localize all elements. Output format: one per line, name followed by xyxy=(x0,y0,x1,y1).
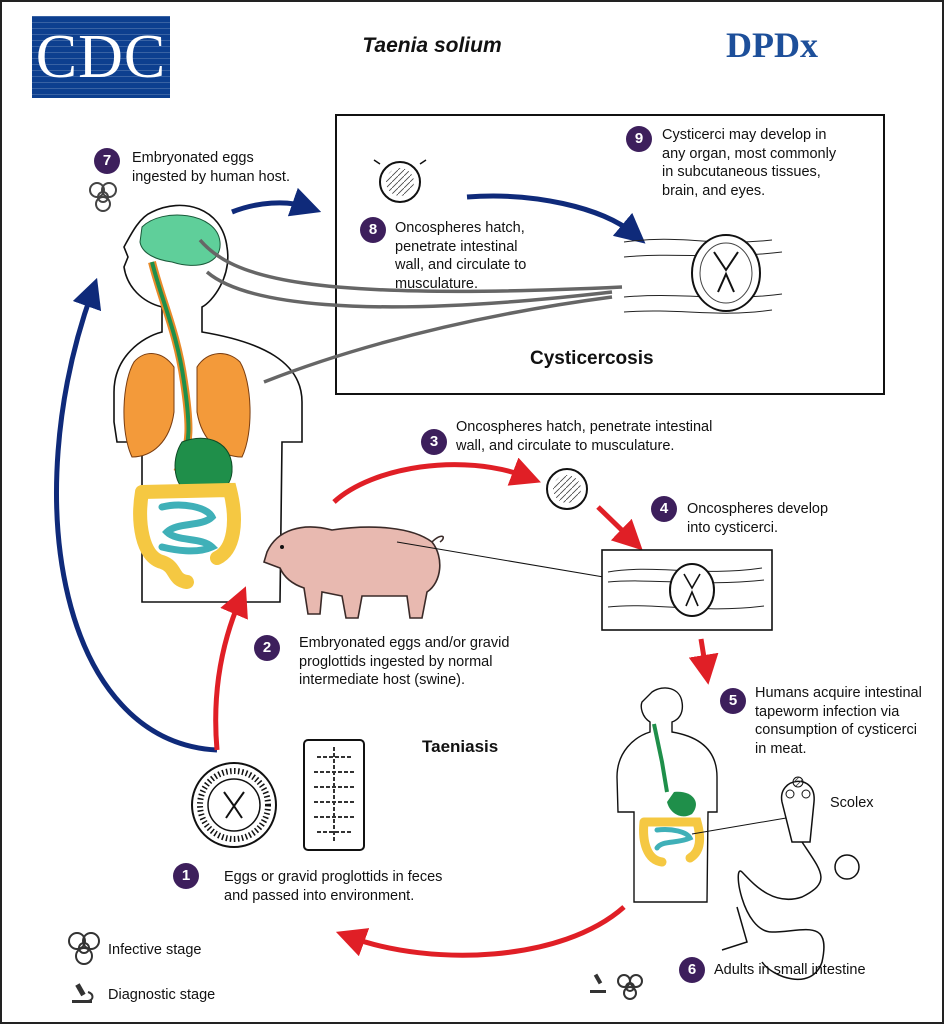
dpdx-logo: DPDx xyxy=(726,24,818,66)
dpdx-logo-text: DPDx xyxy=(726,25,818,65)
step-1-line: Eggs or gravid proglottids in feces xyxy=(224,869,443,885)
large-intestine xyxy=(133,482,241,589)
arrow-4-to-5 xyxy=(688,638,719,685)
step-1-badge: 1 xyxy=(173,863,199,889)
intestine-pointer-line xyxy=(691,816,793,835)
human-taeniasis-figure xyxy=(616,687,718,903)
step-8-line: musculature. xyxy=(395,275,479,292)
step-5-badge: 5 xyxy=(720,688,746,714)
arrow-1-to-7 xyxy=(54,277,218,753)
pig xyxy=(263,526,444,619)
step-7-line: ingested by human host. xyxy=(132,168,290,185)
arrow-7-to-8 xyxy=(231,187,322,217)
arrow-1-to-2 xyxy=(213,586,248,751)
step-1-text: Eggs or gravid proglottids in feces and … xyxy=(224,868,442,905)
step-9-text: Cysticerci may develop in any organ, mos… xyxy=(662,126,836,200)
arrow-8-to-9 xyxy=(466,193,646,244)
cdc-logo: CDC xyxy=(32,16,170,98)
step-6-line: Adults in small intestine xyxy=(714,962,866,978)
step-8-line: Oncospheres hatch, xyxy=(395,220,525,236)
step-9-line: any organ, most commonly xyxy=(662,145,837,162)
cysticercosis-label: Cysticercosis xyxy=(530,348,654,369)
scolex-label: Scolex xyxy=(830,795,874,811)
egg xyxy=(191,762,277,848)
step-3-line: Oncospheres hatch, penetrate intestinal xyxy=(456,419,713,435)
step-3-text: Oncospheres hatch, penetrate intestinal … xyxy=(456,418,712,455)
oncosphere-3 xyxy=(546,468,588,510)
taeniasis-label: Taeniasis xyxy=(422,737,499,756)
diagnostic-stage-icon xyxy=(72,983,94,1003)
step-5-line: consumption of cysticerci xyxy=(755,722,917,738)
step-5-line: tapeworm infection via xyxy=(755,703,900,720)
step-2-line: proglottids ingested by normal xyxy=(299,653,493,670)
gravid-proglottid xyxy=(303,739,365,851)
infective-stage-icon xyxy=(68,932,100,965)
brain xyxy=(139,214,221,266)
connector-lines xyxy=(198,238,623,384)
biohazard-icon xyxy=(89,182,117,212)
step-6-text: Adults in small intestine xyxy=(714,961,866,980)
arrow-6-to-1 xyxy=(335,905,626,958)
legend-infective-label: Infective stage xyxy=(108,942,202,958)
step-4-badge: 4 xyxy=(651,496,677,522)
step-7-badge: 7 xyxy=(94,148,120,174)
step-3-line: wall, and circulate to musculature. xyxy=(456,437,675,454)
step-4-line: Oncospheres develop xyxy=(687,501,829,517)
step-2-badge: 2 xyxy=(254,635,280,661)
step-8-badge: 8 xyxy=(360,217,386,243)
step-6-badge: 6 xyxy=(679,957,705,983)
oncosphere-8 xyxy=(373,159,427,203)
step-4-text: Oncospheres develop into cysticerci. xyxy=(687,500,828,537)
scolex xyxy=(781,776,815,843)
bottom-stage-icons xyxy=(590,973,643,1000)
step-9-line: Cysticerci may develop in xyxy=(662,127,827,143)
step-2-line: intermediate host (swine). xyxy=(299,672,466,688)
step-8-line: wall, and circulate to xyxy=(395,257,527,273)
small-intestine xyxy=(158,501,219,555)
step-1-line: and passed into environment. xyxy=(224,887,415,904)
step-7-text: Embryonated eggs ingested by human host. xyxy=(132,149,290,186)
step-3-badge: 3 xyxy=(421,429,447,455)
arrow-3-to-4 xyxy=(596,505,643,551)
step-9-line: brain, and eyes. xyxy=(662,182,766,199)
step-2-text: Embryonated eggs and/or gravid proglotti… xyxy=(299,634,509,690)
step-9-line: in subcutaneous tissues, xyxy=(662,164,821,180)
step-2-line: Embryonated eggs and/or gravid xyxy=(299,635,510,651)
step-7-line: Embryonated eggs xyxy=(132,150,254,166)
adult-tapeworm xyxy=(721,841,860,981)
legend-diagnostic-label: Diagnostic stage xyxy=(108,987,216,1003)
step-4-line: into cysticerci. xyxy=(687,519,779,536)
step-8-line: penetrate intestinal xyxy=(395,238,518,255)
cysticercosis-box xyxy=(335,114,885,395)
step-5-line: Humans acquire intestinal xyxy=(755,685,922,701)
cysticercus-box-4 xyxy=(601,549,773,631)
step-9-badge: 9 xyxy=(626,126,652,152)
step-5-text: Humans acquire intestinal tapeworm infec… xyxy=(755,684,922,758)
page-title: Taenia solium xyxy=(362,34,502,57)
cysticercus-tissue-9 xyxy=(623,234,783,314)
human-host-figure xyxy=(113,204,303,603)
step-5-line: in meat. xyxy=(755,740,807,757)
arrow-2-to-3 xyxy=(332,457,542,504)
step-8-text: Oncospheres hatch, penetrate intestinal … xyxy=(395,219,526,293)
